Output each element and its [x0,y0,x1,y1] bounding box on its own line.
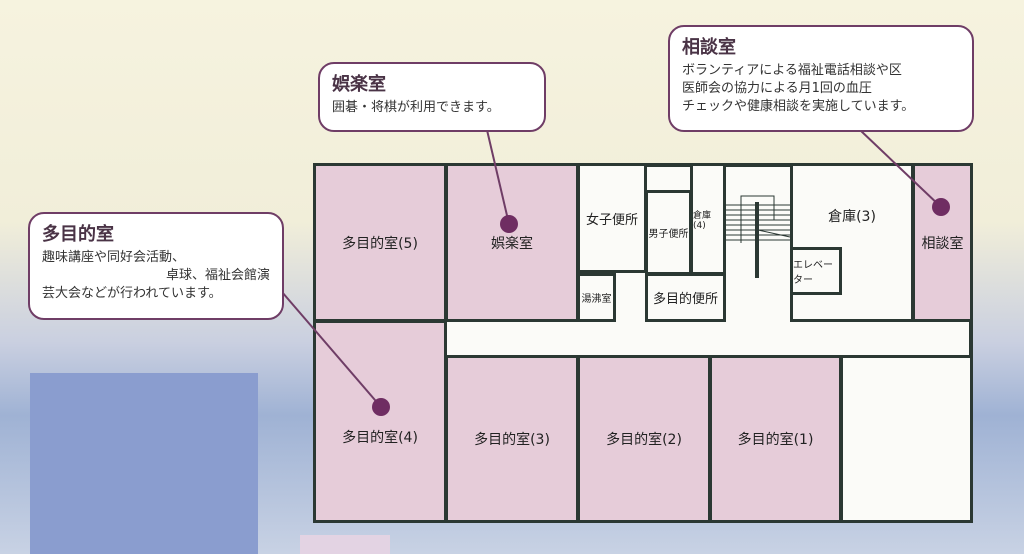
room-label: 男子便所 [648,229,689,240]
room-blank [840,355,973,523]
room-storage-4[interactable]: 倉庫(4) [690,163,726,275]
marker-dot [372,398,390,416]
room-multipurpose-3[interactable]: 多目的室(3) [445,355,579,523]
room-label: 相談室 [921,235,964,252]
callout-consultation: 相談室 ボランティアによる福祉電話相談や区 医師会の協力による月1回の血圧 チェ… [668,25,974,132]
callout-title: 相談室 [682,37,736,58]
blue-panel [30,373,258,554]
room-elevator[interactable]: エレベーター [790,247,842,295]
room-label: エレベーター [793,260,833,286]
callout-text: 卓球、福祉会館演 [165,268,270,283]
room-label: 多目的室(2) [606,432,682,448]
callout-text: 囲碁・将棋が利用できます。 [332,100,500,115]
room-label: 多目的室(3) [474,432,550,448]
callout-title: 多目的室 [42,224,114,245]
room-multipurpose-1[interactable]: 多目的室(1) [709,355,842,523]
room-label: 多目的室(4) [342,429,418,446]
room-accessible-toilet[interactable]: 多目的便所 [645,273,726,322]
room-label: 多目的室(1) [737,432,814,448]
callout-recreation: 娯楽室 囲碁・将棋が利用できます。 [318,62,546,132]
callout-multipurpose: 多目的室 趣味講座や同好会活動、 卓球、福祉会館演 芸大会などが行われています。 [28,212,284,320]
callout-text: チェックや健康相談を実施しています。 [682,99,915,114]
marker-dot [500,215,518,233]
room-label: 湯沸室 [581,294,612,305]
room-multipurpose-2[interactable]: 多目的室(2) [577,355,711,523]
room-label: 倉庫(3) [828,209,876,225]
room-label: 女子便所 [585,212,638,228]
room-label: 多目的室(5) [342,235,418,252]
room-storage-3[interactable]: 倉庫(3) [790,163,914,322]
room-label: 倉庫(4) [693,210,712,231]
callout-text: 医師会の協力による月1回の血圧 [682,81,872,96]
pink-strip [300,535,390,554]
room-label: 多目的便所 [652,292,718,307]
callout-title: 娯楽室 [332,74,386,95]
marker-dot [932,198,950,216]
callout-text: ボランティアによる福祉電話相談や区 [682,63,902,78]
callout-text: 芸大会などが行われています。 [42,286,222,301]
room-recreation[interactable]: 娯楽室 [445,163,579,322]
room-kettle[interactable]: 湯沸室 [577,273,616,322]
room-label: 娯楽室 [491,235,533,252]
callout-text: 趣味講座や同好会活動、 [42,250,186,265]
